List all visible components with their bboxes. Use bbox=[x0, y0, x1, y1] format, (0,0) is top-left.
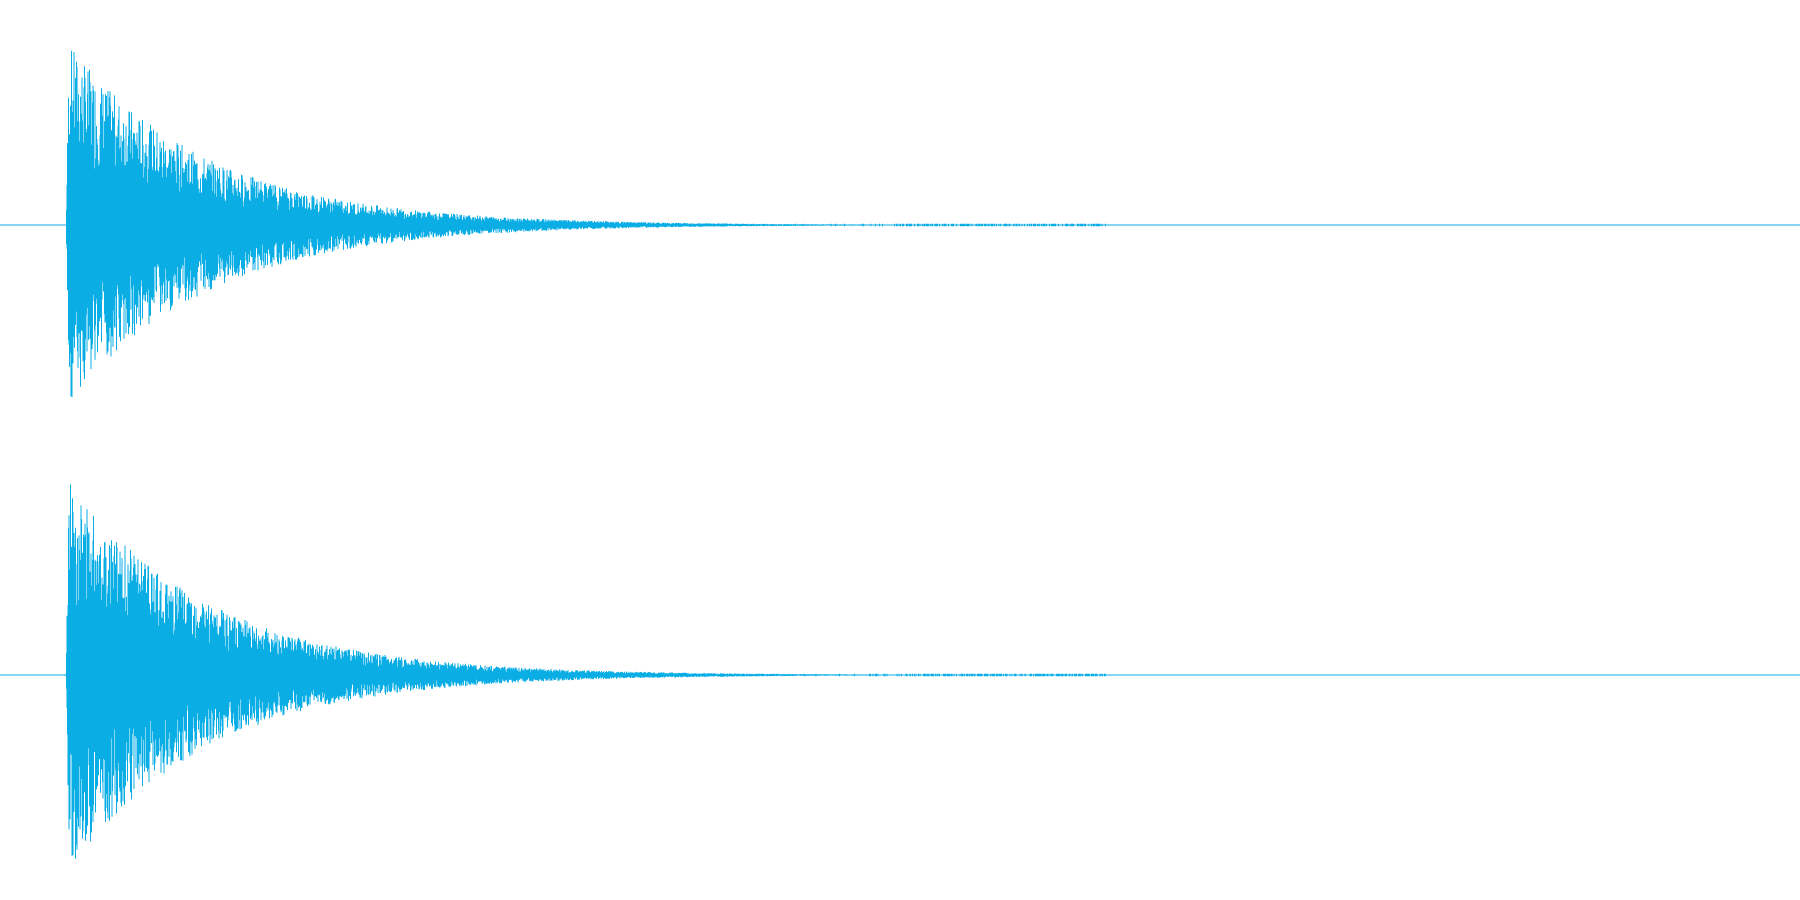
channel-envelope bbox=[65, 484, 1106, 859]
channel-2-waveform bbox=[0, 484, 1800, 859]
channel-envelope bbox=[66, 50, 1106, 398]
channel-1-waveform bbox=[0, 50, 1800, 398]
